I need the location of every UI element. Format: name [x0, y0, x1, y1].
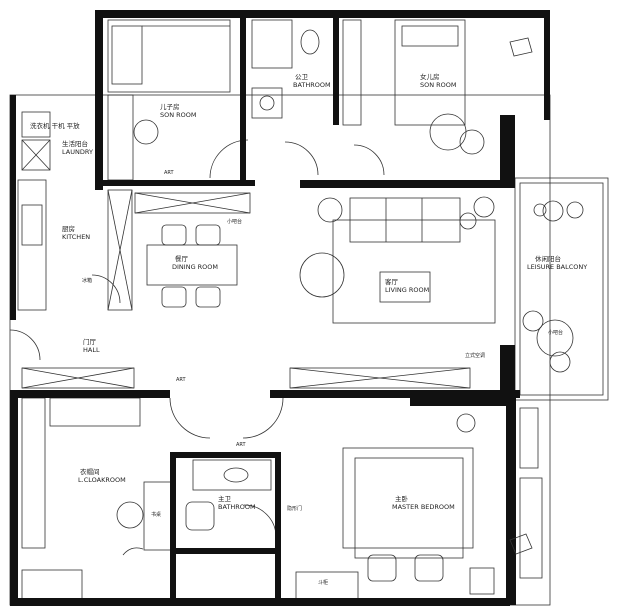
daughter-room-label-cn: 女儿房: [420, 73, 440, 81]
son-room-label-en: SON ROOM: [160, 111, 197, 119]
master-bath-label-cn: 主卫: [218, 495, 231, 503]
public-bath-label-cn: 公卫: [295, 73, 308, 81]
dining-label-en: DINING ROOM: [172, 263, 219, 271]
dining-sideboard: [134, 192, 251, 214]
balcony-mini-bar-label: 小吧台: [548, 330, 564, 336]
art-tag-1: ART: [164, 170, 174, 176]
master-bed: [354, 457, 464, 559]
balcony-label-cn: 休闲阳台: [535, 255, 561, 263]
public-bath-shower: [251, 19, 293, 69]
master-bed-frame: [342, 447, 474, 549]
cloakroom-label-en: L.CLOAKROOM: [78, 476, 126, 484]
kitchen-label-en: KITCHEN: [62, 233, 91, 241]
laundry-label-cn: 生活阳台: [62, 140, 88, 148]
kitchen-tall-cabinet: [107, 189, 133, 311]
wall-top: [95, 10, 550, 18]
master-bath-label-en: BATHROOM: [218, 503, 256, 511]
balcony-outline: [514, 177, 609, 401]
laundry-washer: [21, 139, 51, 171]
daughter-room-label-en: SON ROOM: [420, 81, 457, 89]
hall-label-cn: 门厅: [83, 338, 96, 346]
dining-table: [146, 244, 238, 286]
living-label-en: LIVING ROOM: [385, 286, 430, 294]
coffee-table: [379, 271, 431, 303]
side-stool: [317, 197, 343, 223]
daughter-bed: [394, 19, 466, 126]
cloakroom-label-cn: 衣帽间: [80, 468, 100, 476]
fridge-label: 冰箱: [82, 278, 93, 284]
laundry-label-en: LAUNDRY: [62, 148, 93, 156]
armchair: [299, 252, 345, 298]
cabinet-label: 斗柜: [318, 580, 329, 586]
hidden-door-label: 隐形门: [287, 506, 303, 512]
daughter-wardrobe: [342, 19, 362, 126]
master-bath-vanity: [192, 459, 272, 491]
ac-unit-label: 立式空调: [465, 353, 486, 359]
master-bedroom-label-en: MASTER BEDROOM: [392, 503, 455, 511]
laundry-machines-label: 洗衣机 干机 平放: [30, 122, 80, 130]
mini-bar-label: 小吧台: [227, 219, 243, 225]
cloakroom-wardrobe: [21, 397, 46, 549]
desk-label: 书桌: [151, 512, 162, 518]
public-bath-label-en: BATHROOM: [293, 81, 331, 89]
son-bed: [107, 19, 231, 93]
son-desk: [107, 94, 134, 181]
kitchen-label-cn: 厨房: [62, 225, 75, 233]
living-rug: [332, 219, 496, 324]
art-tag-3: ART: [236, 442, 246, 448]
kitchen-counter: [17, 179, 47, 311]
hall-cabinet: [21, 367, 135, 389]
tv-cabinet: [289, 367, 471, 389]
living-label-cn: 客厅: [385, 278, 398, 286]
master-bedroom-label-cn: 主卧: [395, 495, 408, 503]
art-tag-2: ART: [176, 377, 186, 383]
balcony-label-en: LEISURE BALCONY: [527, 263, 588, 271]
hall-label-en: HALL: [83, 346, 100, 354]
dining-label-cn: 餐厅: [175, 255, 188, 263]
son-room-label-cn: 儿子房: [160, 103, 180, 111]
